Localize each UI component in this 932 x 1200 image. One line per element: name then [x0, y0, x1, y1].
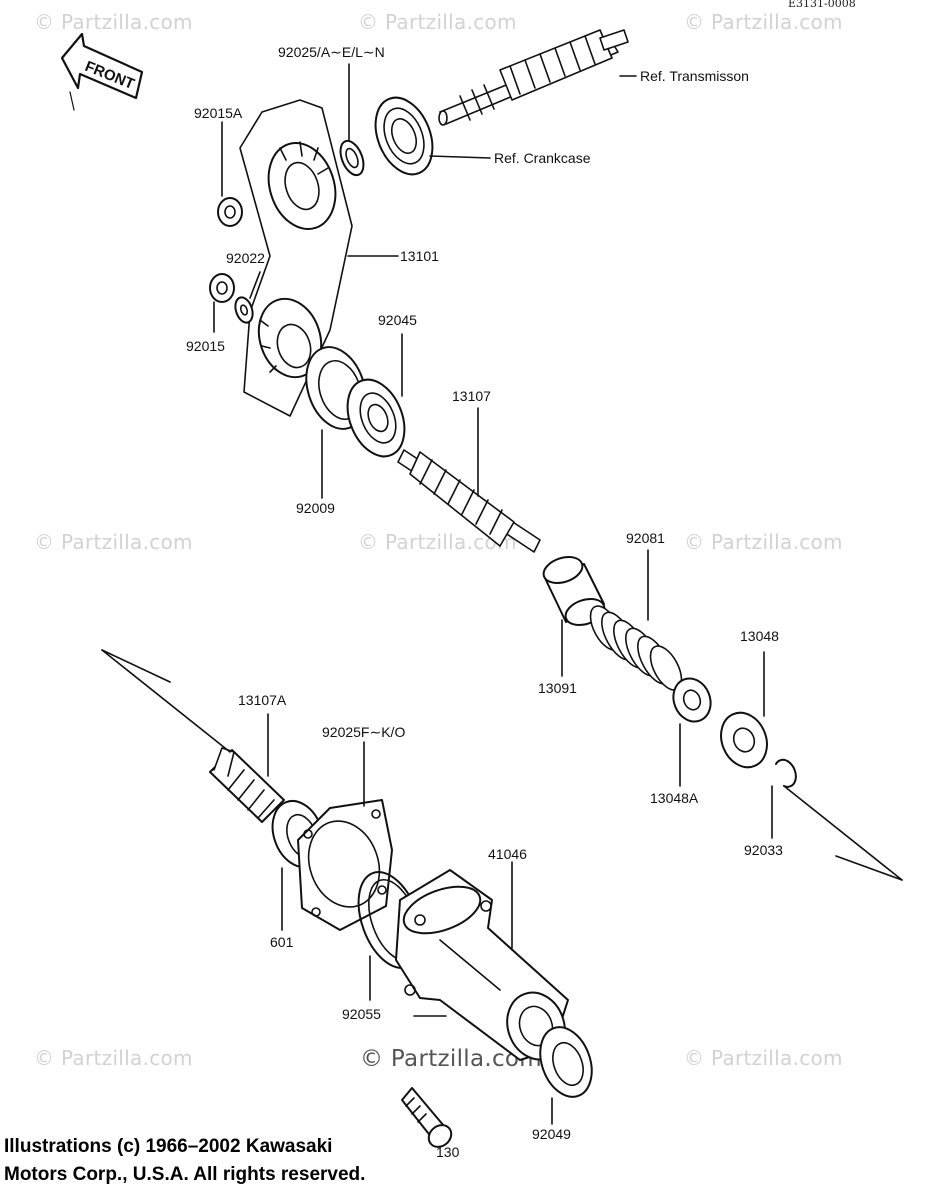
watermark: © Partzilla.com [684, 1046, 843, 1070]
watermark: © Partzilla.com [34, 1046, 193, 1070]
callout-ref-transmission[interactable]: Ref. Transmisson [640, 68, 749, 84]
bearing-92045 [346, 333, 406, 458]
bolt-130 [401, 1087, 453, 1148]
washer-92022 [234, 271, 261, 324]
spring-92081 [589, 549, 683, 691]
callout-13101[interactable]: 13101 [400, 248, 439, 264]
callout-92033[interactable]: 92033 [744, 842, 783, 858]
callout-92081[interactable]: 92081 [626, 530, 665, 546]
oil-seal-92049 [539, 1026, 593, 1125]
callout-92022[interactable]: 92022 [226, 250, 265, 266]
callout-13048a[interactable]: 13048A [650, 790, 699, 806]
cam-13048 [720, 651, 768, 769]
callout-130[interactable]: 130 [436, 1144, 460, 1160]
watermark: © Partzilla.com [684, 530, 843, 554]
callout-92015a[interactable]: 92015A [194, 105, 243, 121]
callout-13107a[interactable]: 13107A [238, 692, 287, 708]
watermark: © Partzilla.com [358, 10, 517, 34]
transmission-shaft [438, 29, 637, 126]
copyright-line-2: Motors Corp., U.S.A. All rights reserved… [4, 1164, 366, 1185]
gasket-92025f [297, 741, 393, 931]
callout-92055[interactable]: 92055 [342, 1006, 381, 1022]
callout-13048[interactable]: 13048 [740, 628, 779, 644]
bevel-gear-set [239, 99, 399, 417]
watermark: © Partzilla.com [34, 10, 193, 34]
callout-92025f[interactable]: 92025F∼K/O [322, 724, 406, 740]
pinion-shaft-13107a [101, 649, 285, 823]
callout-92045[interactable]: 92045 [378, 312, 417, 328]
nut-92015a [217, 121, 243, 227]
copyright-line-1: Illustrations (c) 1966–2002 Kawasaki [4, 1136, 333, 1157]
callout-13107[interactable]: 13107 [452, 388, 491, 404]
oil-seal-92025 [339, 63, 365, 177]
callout-13091[interactable]: 13091 [538, 680, 577, 696]
cam-13048a [672, 677, 712, 787]
diagram-code: E3131-0008 [788, 0, 856, 10]
callout-ref-crankcase[interactable]: Ref. Crankcase [494, 150, 591, 166]
callout-601[interactable]: 601 [270, 934, 294, 950]
watermark: © Partzilla.com [34, 530, 193, 554]
housing-41046 [395, 861, 569, 1061]
shaft-13107 [397, 407, 541, 553]
watermark: © Partzilla.com [684, 10, 843, 34]
callout-41046[interactable]: 41046 [488, 846, 527, 862]
callout-92015[interactable]: 92015 [186, 338, 225, 354]
callout-92049[interactable]: 92049 [532, 1126, 571, 1142]
crankcase-bearing [374, 96, 491, 176]
circlip-92033 [771, 758, 903, 881]
sleeve-13091 [542, 556, 606, 677]
callout-92025-a[interactable]: 92025/A∼E/L∼N [278, 44, 385, 60]
nut-92015 [209, 273, 235, 333]
front-arrow: FRONT [60, 32, 144, 111]
callout-92009[interactable]: 92009 [296, 500, 335, 516]
